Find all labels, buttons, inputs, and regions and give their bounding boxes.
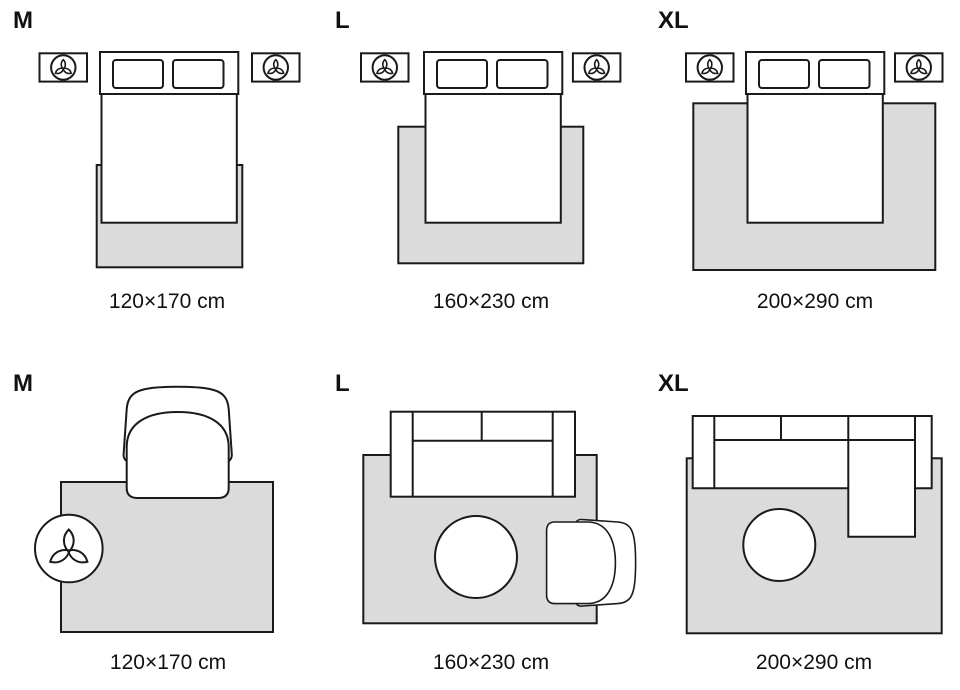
rug-dimensions: 200×290 cm	[755, 651, 873, 674]
diagram-living-l	[362, 410, 637, 625]
sectional-sofa	[691, 415, 933, 538]
coffee-table	[742, 508, 817, 582]
diagram-bedroom-l	[361, 51, 621, 265]
bed	[423, 51, 564, 224]
nightstand-left-plant-icon	[361, 53, 409, 81]
size-label: M	[13, 7, 33, 34]
nightstand-left-plant-icon	[40, 53, 88, 81]
diagram-living-xl	[685, 415, 943, 635]
rug-dimensions: 120×170 cm	[109, 651, 227, 674]
coffee-table	[434, 515, 518, 599]
diagram-bedroom-xl	[686, 51, 943, 271]
rug-dimensions: 160×230 cm	[432, 290, 550, 313]
bed	[745, 51, 886, 224]
size-label: XL	[658, 370, 689, 397]
rug-dimensions: 160×230 cm	[432, 651, 550, 674]
size-label: XL	[658, 7, 689, 34]
sofa	[389, 410, 577, 498]
armchair	[122, 385, 233, 499]
armchair	[545, 518, 637, 607]
size-label: L	[335, 7, 350, 34]
potted-plant	[34, 513, 104, 584]
bed	[99, 51, 240, 224]
size-label: L	[335, 370, 350, 397]
diagram-bedroom-m	[40, 51, 300, 269]
rug-dimensions: 200×290 cm	[756, 290, 874, 313]
nightstand-right-plant-icon	[895, 53, 943, 81]
nightstand-right-plant-icon	[252, 53, 300, 81]
rug-dimensions: 120×170 cm	[108, 290, 226, 313]
nightstand-right-plant-icon	[573, 53, 621, 81]
diagram-living-m	[34, 385, 274, 633]
nightstand-left-plant-icon	[686, 53, 734, 81]
size-label: M	[13, 370, 33, 397]
